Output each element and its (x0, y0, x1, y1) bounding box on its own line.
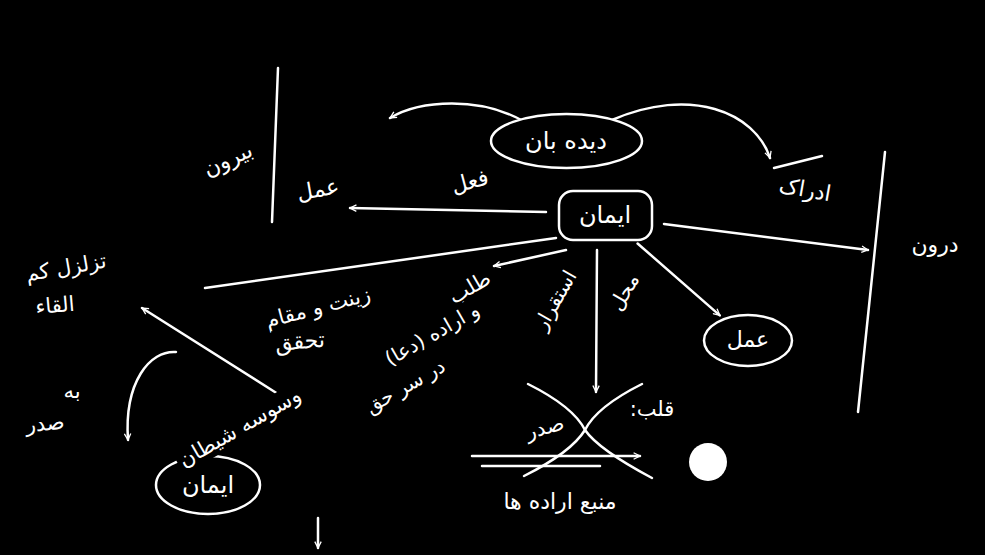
heart-symbol (585, 430, 652, 478)
chalk-label: عمل (292, 173, 344, 207)
chalk-label: صدر (520, 410, 570, 446)
chalk-label: استقرار (527, 263, 583, 336)
chalk-label: درون (908, 232, 961, 258)
chalk-label: ادراک (774, 172, 836, 208)
arrow-line (494, 250, 566, 266)
underline-stroke (774, 156, 822, 168)
faith-circle: ایمان (154, 454, 262, 516)
chalk-label: محل (602, 267, 645, 318)
arrow-connector (638, 243, 720, 315)
chalk-label: تزلزل کم (21, 248, 111, 288)
arrow-line (317, 518, 320, 548)
node-label: ایمان (579, 201, 631, 230)
outside-boundary (272, 68, 278, 222)
arrow-line (350, 208, 546, 212)
arrow-line (142, 308, 278, 394)
node-outline-shape (559, 191, 652, 240)
chalk-label: تحقق (271, 326, 329, 357)
node-label: دیده بان (525, 127, 607, 156)
chalk-label: منبع اراده ها (500, 489, 619, 515)
chalk-blob (689, 443, 727, 481)
stroke-line (482, 465, 600, 468)
node-outline-shape (491, 114, 642, 168)
inside-boundary (858, 152, 885, 412)
arrow-line (472, 455, 640, 458)
node-outline-shape (156, 456, 260, 514)
node-label: عمل (727, 327, 770, 353)
chalk-label: وسوسه شیطان (172, 381, 309, 474)
chalk-label: به (60, 379, 83, 404)
chalk-label: صدر (21, 409, 68, 438)
chalk-label: فعل (445, 164, 494, 201)
chalk-label: بیرون (196, 136, 259, 184)
chalk-label: القاء (31, 291, 78, 320)
node-outline-shape (704, 315, 792, 366)
chalk-label: قلب: (627, 397, 678, 422)
arrow-line (390, 104, 525, 123)
arrow-line (128, 352, 176, 440)
arrow-line (596, 250, 597, 392)
faith-box: ایمان (557, 189, 654, 242)
arrow-line (664, 224, 868, 250)
action-circle: عمل (702, 313, 794, 368)
watch-ellipse: دیده بان (489, 112, 644, 170)
node-label: ایمان (182, 471, 234, 500)
